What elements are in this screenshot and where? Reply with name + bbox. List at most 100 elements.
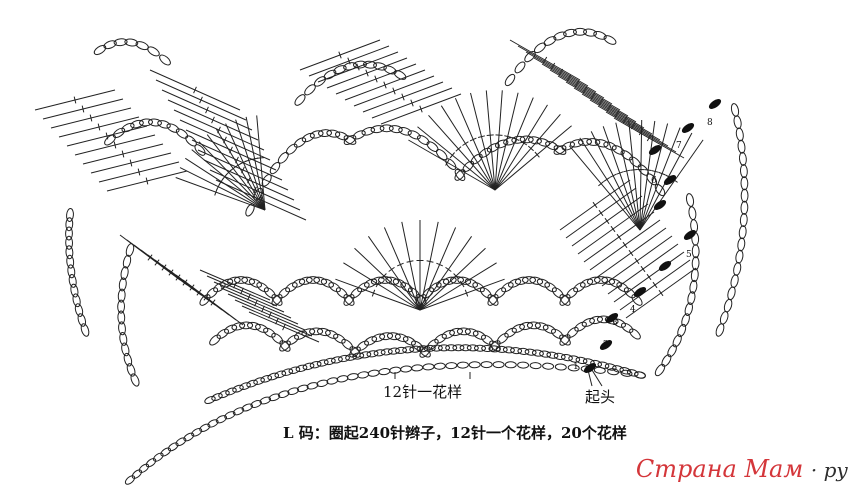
arch-row-2 xyxy=(580,278,594,288)
foundation-chain xyxy=(438,344,450,352)
site-watermark: Страна Мам · ру xyxy=(636,455,848,483)
arch-row-2 xyxy=(206,287,219,299)
side-chain xyxy=(733,261,742,276)
arch-row-2 xyxy=(429,282,442,293)
foundation-chain xyxy=(409,345,422,353)
fan-right xyxy=(615,122,641,231)
arch-row-1 xyxy=(519,321,534,331)
side-chain xyxy=(130,373,140,387)
arch-row-1 xyxy=(356,340,369,351)
fan-center xyxy=(470,92,496,191)
arch-row-2 xyxy=(248,278,262,288)
arch-row-2 xyxy=(594,276,608,284)
arch-row-1 xyxy=(574,321,587,332)
dc-crossbar xyxy=(609,173,617,178)
side-chain xyxy=(121,342,130,357)
arch-row-2 xyxy=(586,276,601,285)
arch-row-2 xyxy=(631,294,643,306)
outer-chain xyxy=(167,442,179,452)
watermark-suffix: · ру xyxy=(810,458,848,482)
arch-row-1 xyxy=(379,332,394,341)
upper-arch xyxy=(603,35,617,45)
dc-crossbar xyxy=(217,126,221,134)
arch-row-2 xyxy=(256,282,269,293)
arch-row-1 xyxy=(464,328,479,337)
dc-crossbar xyxy=(512,137,520,141)
foundation-chain xyxy=(626,369,639,377)
outer-chain xyxy=(400,365,413,373)
outer-chain xyxy=(346,373,359,381)
arch-row-1 xyxy=(419,346,431,358)
foundation-chain xyxy=(330,356,343,364)
arch-row-2 xyxy=(544,282,557,293)
fan-left xyxy=(225,123,266,211)
arch-row-2 xyxy=(566,287,579,299)
upper-arch xyxy=(495,139,509,149)
dc-crossbar xyxy=(486,134,494,136)
side-chain xyxy=(654,363,666,377)
dc-crossbar xyxy=(235,156,239,164)
arch-row-2 xyxy=(306,276,320,284)
dc-crossbar xyxy=(105,132,109,140)
upper-arch xyxy=(426,141,439,152)
arch-row-2 xyxy=(536,278,550,288)
dc-crossbar xyxy=(634,257,640,265)
arch-row-2 xyxy=(385,276,400,285)
side-chain xyxy=(730,103,740,117)
fan-right xyxy=(579,137,641,231)
dc-crossbar xyxy=(113,141,117,149)
row-start-marker xyxy=(583,363,597,373)
arch-row-2 xyxy=(320,278,334,288)
upper-arch xyxy=(583,28,597,37)
dc-crossbar xyxy=(230,166,237,172)
outer-chain xyxy=(199,423,211,433)
foundation-chain xyxy=(232,384,244,393)
fan-bottom xyxy=(367,236,421,311)
arch-row-1 xyxy=(559,334,571,346)
fan-bottom xyxy=(335,278,421,311)
upper-arch xyxy=(629,156,641,168)
side-chain xyxy=(677,323,687,338)
foundation-chain xyxy=(345,353,358,361)
foundation-chain xyxy=(380,348,393,356)
fan-right xyxy=(639,120,656,231)
fan-left xyxy=(198,141,266,211)
dc-crossbar xyxy=(616,171,624,175)
dc-crossbar xyxy=(214,188,218,196)
side-chain xyxy=(126,363,136,377)
arch-row-2 xyxy=(278,287,291,299)
foundation-chain xyxy=(474,344,486,352)
arch-row-2 xyxy=(514,276,529,285)
upper-arch xyxy=(379,124,394,133)
upper-arch xyxy=(478,147,492,158)
foundation-chain xyxy=(218,390,230,399)
dc-crossbar xyxy=(616,233,622,241)
arch-row-1 xyxy=(224,324,238,334)
foundation-chain xyxy=(395,346,407,354)
foundation-chain xyxy=(546,351,559,359)
outer-chain xyxy=(554,363,567,371)
dc-crossbar xyxy=(211,116,215,124)
start-pointer xyxy=(587,369,593,387)
row-start-marker xyxy=(648,145,662,155)
arch-row-1 xyxy=(231,322,246,331)
dc-crossbar xyxy=(603,176,611,182)
upper-arch xyxy=(553,145,567,155)
dc-crossbar xyxy=(89,114,93,122)
dc-crossbar xyxy=(374,75,378,83)
side-chain xyxy=(159,54,171,66)
dc-crossbar xyxy=(598,181,605,187)
foundation-chain xyxy=(387,347,400,355)
side-chain xyxy=(672,334,682,348)
start-pointer xyxy=(591,369,603,387)
row-start-marker xyxy=(599,340,613,350)
upper-arch xyxy=(157,120,171,129)
upper-arch xyxy=(361,127,376,136)
dc-crossbar xyxy=(640,265,646,273)
outer-chain xyxy=(367,369,380,377)
side-chain xyxy=(117,310,126,325)
side-chain xyxy=(740,188,749,203)
row-start-marker xyxy=(708,99,722,109)
dc-crossbar xyxy=(638,128,644,136)
